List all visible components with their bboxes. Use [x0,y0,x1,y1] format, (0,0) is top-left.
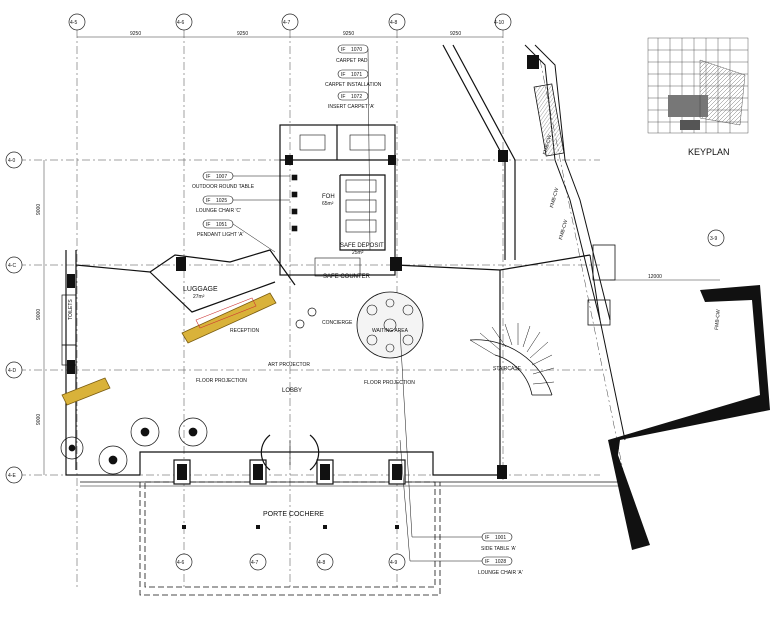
label-lobby: LOBBY [282,388,302,394]
dim-label: 9250 [237,31,248,37]
dim-label: 9250 [130,31,141,37]
label-safe-counter: SAFE COUNTER [323,274,371,280]
dim-label: 9000 [36,309,42,320]
dim-label: 9250 [450,31,461,37]
label-staircase: STAIRCASE [493,366,522,372]
grid-label-top: 4-7 [283,20,290,26]
lounge-chairs [60,307,317,475]
tag-code: 1071 [351,72,362,78]
tag-prefix: IF [485,535,489,541]
toilets-area [61,294,77,366]
tag-desc: CARPET INSTALLATION [325,82,382,88]
grid-label-left: 4-E [8,473,16,479]
staircase-drawing [469,323,555,396]
label-floor-projection-left: FLOOR PROJECTION [196,378,247,384]
keyplan-label: KEYPLAN [688,147,730,157]
dim-label: 9250 [343,31,354,37]
grid-lines [18,30,626,590]
grid-label-top: 4-5 [70,20,77,26]
grid-bubble-right [707,229,725,247]
label-concierge: CONCIERGE [322,320,353,326]
tag-code: 1070 [351,47,362,53]
tag-prefix: IF [206,174,210,180]
grid-label-bottom: 4-6 [177,560,184,566]
tag-desc: LOUNGE CHAIR 'A' [478,570,523,576]
label-luggage: LUGGAGE [183,286,218,293]
label-safe-deposit: SAFE DEPOSIT [340,243,384,249]
grid-label-bottom: 4-8 [318,560,325,566]
grid-label-left: 4-0 [8,158,15,164]
waiting-area-rug [356,291,424,359]
label-floor-projection-right: FLOOR PROJECTION [364,380,415,386]
grid-label-top: 4-10 [494,20,504,26]
reception-desk [61,292,277,406]
label-safe-deposit-area: 25m² [352,250,364,256]
label-waiting-area: WAITING AREA [372,328,409,334]
grid-label-top: 4-8 [390,20,397,26]
dim-label: 9000 [36,414,42,425]
grid-label-bottom: 4-9 [390,560,397,566]
left-dimensions: 9000 9000 9000 [36,160,45,475]
grid-label-top: 4-6 [177,20,184,26]
tag-code: 1051 [216,222,227,228]
tag-prefix: IF [206,222,210,228]
grid-label-bottom: 4-7 [251,560,258,566]
tag-desc: OUTDOOR ROUND TABLE [192,184,255,190]
tag-code: 1028 [495,559,506,565]
label-foh: FOH [322,194,335,200]
label-reception: RECEPTION [230,328,260,334]
tag-prefix: IF [341,47,345,53]
tag-desc: INSERT CARPET 'A' [328,104,374,110]
entrance-door [260,434,320,471]
space-labels: LUGGAGE 27m² FOH 65m² SAFE DEPOSIT 25m² … [68,134,722,518]
grid-label-left: 4-C [8,263,16,269]
tag-prefix: IF [341,72,345,78]
keyplan: KEYPLAN [647,37,749,157]
tag-leaders [232,48,482,562]
label-art-projector: ART PROJECTOR [268,362,310,368]
facade-columns [173,459,406,529]
tag-prefix: IF [341,94,345,100]
dim-label: 12000 [648,274,662,280]
grid-label-right: 3-9 [710,236,717,242]
grid-bubbles-bottom [175,553,406,571]
tag-code: 1007 [216,174,227,180]
tag-desc: LOUNGE CHAIR 'C' [196,208,241,214]
tag-code: 1025 [216,198,227,204]
right-dimension: 12000 [610,274,720,281]
label-fmb-cw: FMB-CW [714,309,722,330]
grid-label-left: 4-D [8,368,16,374]
tag-desc: CARPET PAD [336,58,368,64]
label-luggage-area: 27m² [193,294,205,300]
dim-label: 9000 [36,204,42,215]
label-fmb-cw: FMB-CW [549,187,560,209]
tag-desc: SIDE TABLE 'A' [481,546,516,552]
top-dimensions: 9250 9250 9250 9250 [77,31,503,38]
label-toilets: TOILETS [68,299,74,320]
columns [67,55,539,479]
foh-furniture [291,134,386,277]
label-fmb-cw: FMB-CW [558,219,569,241]
label-foh-area: 65m² [322,201,334,207]
grid-bubbles-left [5,151,23,484]
label-fmb-cw: FMB-CW [542,134,553,156]
tag-code: 1072 [351,94,362,100]
grid-bubbles-top [68,13,512,31]
tag-prefix: IF [206,198,210,204]
tag-desc: PENDANT LIGHT 'A' [197,232,244,238]
tag-prefix: IF [485,559,489,565]
tag-code: 1001 [495,535,506,541]
label-porte-cochere: PORTE COCHERE [263,511,324,518]
